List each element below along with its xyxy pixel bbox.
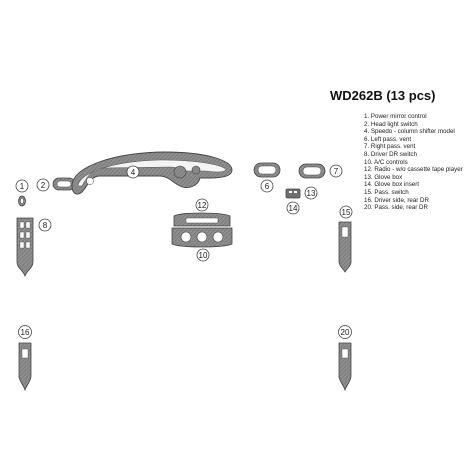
legend-item: 7. Right pass. vent bbox=[364, 143, 416, 151]
parts-legend: 1. Power mirror control 2. Head light sw… bbox=[364, 113, 472, 212]
legend-item: 2. Head light switch bbox=[364, 120, 418, 128]
callout-7: 7 bbox=[329, 164, 343, 178]
svg-text:16: 16 bbox=[21, 328, 30, 337]
callout-8: 8 bbox=[38, 218, 52, 232]
legend-item: 8. Driver DR switch bbox=[364, 150, 417, 158]
svg-text:4: 4 bbox=[131, 168, 136, 177]
svg-text:20: 20 bbox=[341, 328, 350, 337]
callout-14: 14 bbox=[286, 201, 300, 215]
callout-10: 10 bbox=[196, 248, 210, 262]
legend-item: 12. Radio - w/o cassette tape player bbox=[364, 166, 463, 174]
part-7-right-pass-vent bbox=[298, 163, 326, 179]
legend-item: 10. A/C controls bbox=[364, 158, 408, 166]
callout-12: 12 bbox=[195, 198, 209, 212]
legend-item: 1. Power mirror control bbox=[364, 113, 427, 120]
callout-4: 4 bbox=[126, 165, 140, 179]
svg-text:15: 15 bbox=[342, 208, 351, 217]
part-15-pass-switch bbox=[338, 221, 352, 273]
callout-1: 1 bbox=[15, 179, 29, 193]
callout-20: 20 bbox=[338, 325, 352, 339]
callout-16: 16 bbox=[18, 325, 32, 339]
kit-title: WD262B (13 pcs) bbox=[330, 88, 436, 103]
legend-item: 16. Driver side, rear DR bbox=[364, 196, 429, 204]
svg-text:7: 7 bbox=[334, 167, 339, 176]
callout-13: 13 bbox=[304, 186, 318, 200]
legend-item: 13. Glove box bbox=[364, 173, 403, 181]
part-13-glove-box bbox=[285, 188, 301, 199]
svg-text:8: 8 bbox=[43, 221, 48, 230]
part-10-ac-controls bbox=[171, 227, 233, 248]
callout-6: 6 bbox=[260, 179, 274, 193]
part-2-head-light-switch bbox=[52, 177, 76, 191]
legend-item: 15. Pass. switch bbox=[364, 188, 409, 196]
svg-text:6: 6 bbox=[265, 182, 270, 191]
legend-item: 6. Left pass. vent bbox=[364, 135, 412, 143]
svg-text:1: 1 bbox=[20, 182, 25, 191]
part-12-radio-bezel bbox=[173, 212, 231, 227]
part-16-driver-rear-dr bbox=[18, 342, 32, 392]
part-6-left-pass-vent bbox=[253, 162, 281, 178]
svg-text:2: 2 bbox=[41, 181, 46, 190]
legend-item: 20. Pass. side, rear DR bbox=[364, 204, 428, 212]
part-4-speedo-bezel bbox=[71, 151, 233, 195]
svg-text:10: 10 bbox=[199, 251, 208, 260]
svg-text:12: 12 bbox=[198, 201, 207, 210]
svg-text:13: 13 bbox=[307, 189, 316, 198]
legend-item: 14. Glove box insert bbox=[364, 181, 420, 189]
part-20-pass-rear-dr bbox=[338, 342, 352, 392]
svg-text:14: 14 bbox=[289, 204, 298, 213]
part-8-driver-dr-switch bbox=[16, 217, 34, 278]
part-1-power-mirror-control bbox=[18, 195, 26, 207]
callout-2: 2 bbox=[36, 178, 50, 192]
legend-item: 4. Speedo - column shifter model bbox=[364, 128, 455, 136]
callout-15: 15 bbox=[339, 205, 353, 219]
